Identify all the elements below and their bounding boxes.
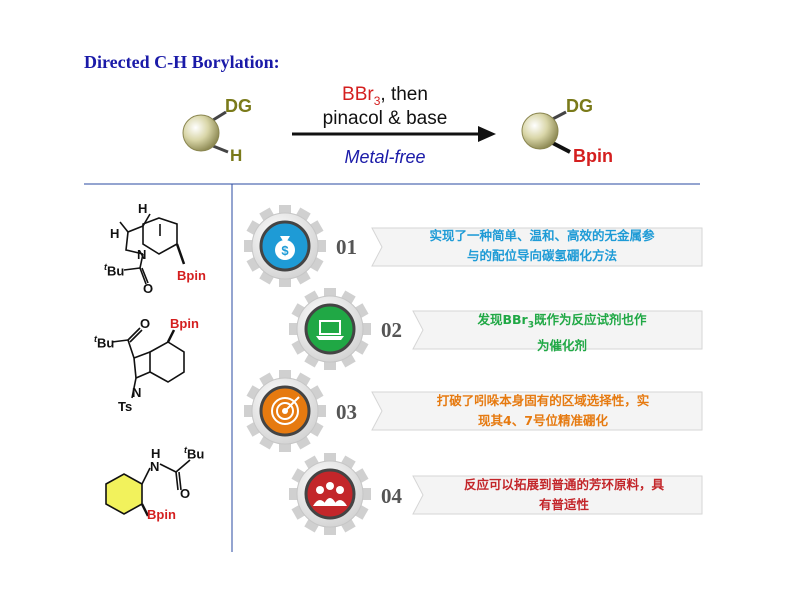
item-1-number: 01 xyxy=(336,235,357,259)
mol1-tbu-text: Bu xyxy=(107,263,125,279)
molecule-1-structure xyxy=(119,213,186,285)
mol1-bpin: Bpin xyxy=(177,268,206,283)
item-4-banner xyxy=(412,475,703,515)
mol2-bpin: Bpin xyxy=(170,316,199,331)
product-ball xyxy=(521,112,559,150)
item-2-number: 02 xyxy=(381,318,402,342)
item-3-line1: 打破了吲哚本身固有的区域选择性，实 xyxy=(436,393,650,408)
item-1-line1: 实现了一种简单、温和、高效的无金属参 xyxy=(429,228,655,243)
people-icon xyxy=(313,482,347,506)
item-3-line2: 现其4、7号位精准硼化 xyxy=(478,413,608,428)
item-4-badge xyxy=(289,453,703,535)
product-dg-label: DG xyxy=(566,96,593,116)
item-4-line2: 有普适性 xyxy=(538,497,589,512)
target-icon xyxy=(271,396,300,425)
mol3-tbu-sup: t xyxy=(184,445,187,455)
reagent-bbr: BBr xyxy=(342,84,374,105)
mol1-h-top: H xyxy=(138,201,148,216)
reagent-suffix: , then xyxy=(380,84,428,105)
diagram-title: Directed C-H Borylation: xyxy=(84,52,280,72)
molecule-3-structure xyxy=(105,459,191,517)
condition-pinacol: pinacol & base xyxy=(322,108,448,129)
reaction-arrowhead xyxy=(478,126,496,142)
item-1-line2: 与的配位导向碳氢硼化方法 xyxy=(466,248,617,263)
item-3-banner xyxy=(371,391,703,431)
item-3-text: 打破了吲哚本身固有的区域选择性，实 现其4、7号位精准硼化 xyxy=(384,391,702,431)
product-bpin-label: Bpin xyxy=(573,146,613,166)
mol2-o: O xyxy=(140,316,151,331)
start-substrate-ball xyxy=(182,114,220,152)
item-4-number: 04 xyxy=(381,484,402,508)
item-2-badge xyxy=(289,288,703,370)
mol2-tbu: tBu xyxy=(94,334,114,350)
condition-metal-free: Metal-free xyxy=(344,147,426,167)
item-2-banner xyxy=(412,310,703,350)
mol3-tbu: tBu xyxy=(184,445,204,461)
item-3-badge xyxy=(244,370,703,452)
item-2-line1-a: 发现BBr xyxy=(477,312,528,327)
start-h-label: H xyxy=(230,146,243,165)
mol2-tbu-sup: t xyxy=(94,334,97,344)
item-3-number: 03 xyxy=(336,400,357,424)
money-bag-icon: $ xyxy=(275,236,295,260)
item-2-line1: 发现BBr3既作为反应试剂也作 xyxy=(422,310,702,336)
item-1-banner xyxy=(371,227,703,267)
mol3-o: O xyxy=(180,486,191,501)
mol1-h-left: H xyxy=(110,226,120,241)
mol3-h: H xyxy=(151,446,161,461)
item-4-text: 反应可以拓展到普通的芳环原料，具 有普适性 xyxy=(426,475,702,515)
mol1-o: O xyxy=(143,281,154,296)
mol3-tbu-text: Bu xyxy=(187,446,205,462)
item-2-line1-b: 既作为反应试剂也作 xyxy=(533,312,647,327)
item-2-text: 发现BBr3既作为反应试剂也作 为催化剂 xyxy=(422,310,702,356)
mol2-ts: Ts xyxy=(118,399,133,414)
molecule-2-structure xyxy=(111,327,185,399)
mol1-tbu-sup: t xyxy=(104,262,107,272)
svg-text:$: $ xyxy=(281,243,289,258)
reagent-line: BBr3, then xyxy=(300,84,470,108)
item-1-badge: $ xyxy=(244,205,703,287)
start-dg-label: DG xyxy=(225,96,252,116)
mol2-n: N xyxy=(132,385,142,400)
mol1-n: N xyxy=(137,247,147,262)
item-2-line2: 为催化剂 xyxy=(536,337,587,353)
mol3-bpin: Bpin xyxy=(147,507,176,522)
laptop-icon xyxy=(316,320,344,340)
item-1-text: 实现了一种简单、温和、高效的无金属参 与的配位导向碳氢硼化方法 xyxy=(382,226,702,266)
mol2-tbu-text: Bu xyxy=(97,335,115,351)
item-2-line1-sub: 3 xyxy=(527,320,534,331)
reagent-subscript: 3 xyxy=(373,93,381,108)
mol3-n: N xyxy=(150,459,160,474)
mol1-tbu: tBu xyxy=(104,262,124,278)
item-4-line1: 反应可以拓展到普通的芳环原料，具 xyxy=(463,477,664,492)
